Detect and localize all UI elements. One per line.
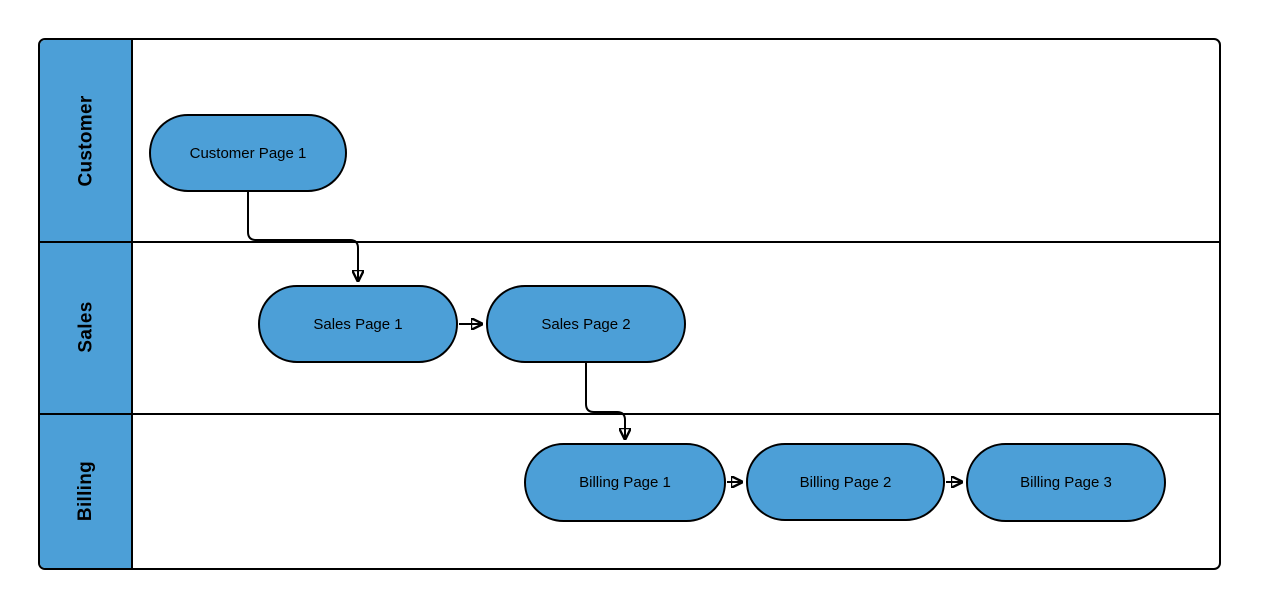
node-sales-page-2: Sales Page 2 xyxy=(486,285,686,363)
lane-sales-header: Sales xyxy=(40,241,133,413)
node-label: Sales Page 2 xyxy=(541,315,631,333)
lane-label-sales: Sales xyxy=(75,301,97,353)
node-billing-page-1: Billing Page 1 xyxy=(524,443,726,522)
node-customer-page-1: Customer Page 1 xyxy=(149,114,347,192)
lane-divider-sales-billing xyxy=(40,413,1219,415)
lane-label-customer: Customer xyxy=(75,94,97,187)
lane-billing-header: Billing xyxy=(40,413,133,568)
node-billing-page-2: Billing Page 2 xyxy=(746,443,945,521)
node-label: Billing Page 3 xyxy=(1020,474,1112,491)
node-label: Billing Page 1 xyxy=(579,474,671,491)
node-label: Customer Page 1 xyxy=(189,144,307,162)
lane-label-billing: Billing xyxy=(75,460,97,521)
node-sales-page-1: Sales Page 1 xyxy=(258,285,458,363)
lane-header-column: Customer Sales Billing xyxy=(40,40,133,568)
node-label: Billing Page 2 xyxy=(799,473,892,491)
lane-divider-customer-sales xyxy=(40,241,1219,243)
node-billing-page-3: Billing Page 3 xyxy=(966,443,1166,522)
node-label: Sales Page 1 xyxy=(313,315,403,333)
lane-customer-header: Customer xyxy=(40,40,133,241)
